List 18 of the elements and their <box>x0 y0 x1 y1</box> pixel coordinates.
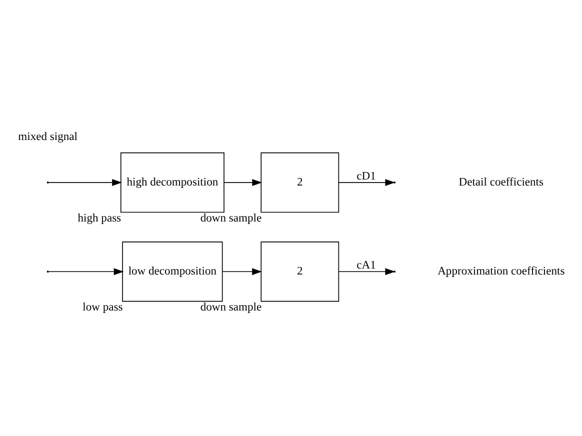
node-box: low decomposition <box>122 242 223 302</box>
node-label: low pass <box>82 302 123 314</box>
node-label: high pass <box>78 212 122 224</box>
arrow <box>48 268 124 276</box>
edge-label: cD1 <box>356 170 376 182</box>
label: Detail coefficients <box>458 176 544 189</box>
arrow <box>224 179 262 186</box>
label: mixed signal <box>18 131 78 144</box>
node-label: down sample <box>200 212 262 224</box>
node-box: 2 <box>260 242 340 302</box>
arrow <box>222 268 262 276</box>
arrow <box>338 268 396 276</box>
node-label: down sample <box>200 302 262 314</box>
edge-label: cA1 <box>356 259 376 272</box>
label: Approximation coefficients <box>438 266 565 278</box>
node-box: high decomposition <box>120 152 224 213</box>
node-box: 2 <box>260 152 340 213</box>
arrow <box>48 179 122 186</box>
